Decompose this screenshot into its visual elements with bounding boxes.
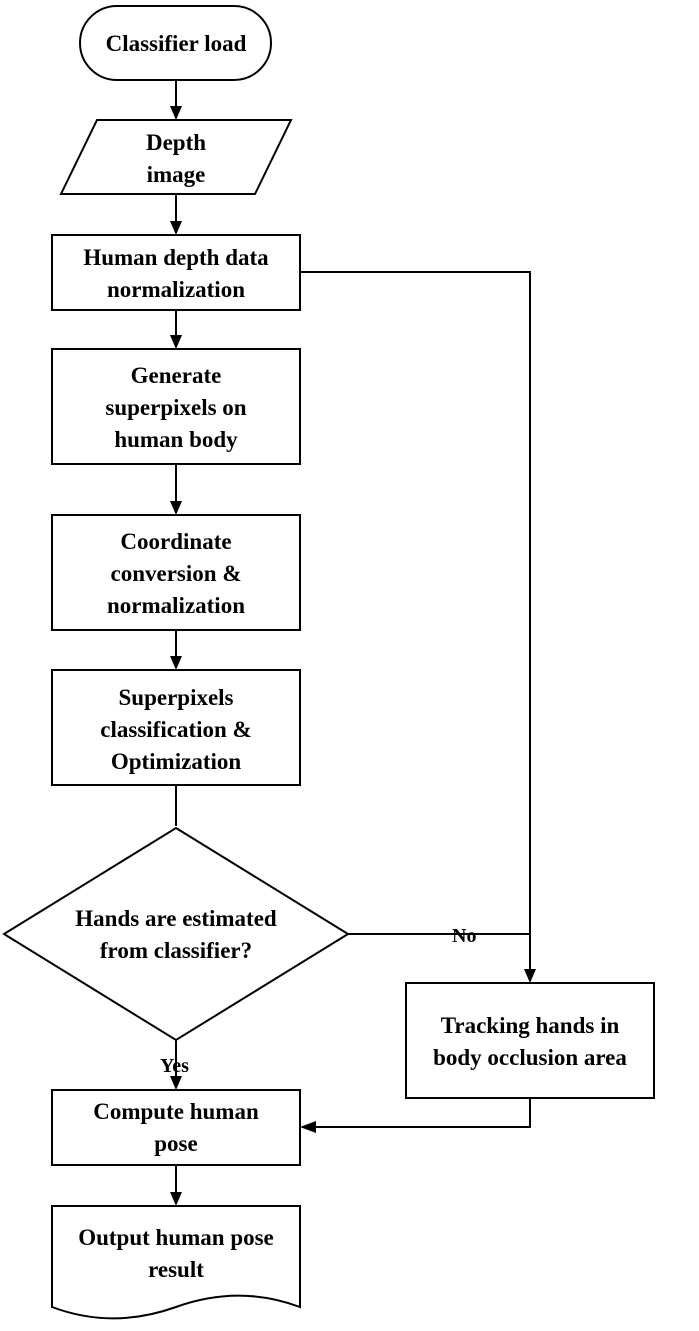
node-label-line: Generate bbox=[131, 363, 222, 388]
edge-normalization-to-superpixels bbox=[170, 310, 182, 349]
node-label-line: Output human pose bbox=[78, 1225, 274, 1250]
node-label-line: Human depth data bbox=[83, 245, 269, 270]
node-label-line: Tracking hands in bbox=[441, 1013, 620, 1038]
node-label-line: classification & bbox=[100, 717, 251, 742]
process-shape bbox=[51, 234, 301, 311]
edge-superpixels-to-coordinate bbox=[170, 464, 182, 515]
node-classification: Superpixels classification & Optimization bbox=[51, 669, 301, 786]
node-label: Classifier load bbox=[106, 31, 247, 56]
node-label-line: Compute human bbox=[93, 1099, 259, 1124]
node-label-line: superpixels on bbox=[105, 395, 246, 420]
arrowhead bbox=[170, 1192, 182, 1206]
node-label: Superpixels classification & Optimization bbox=[100, 685, 251, 774]
node-label: Compute human pose bbox=[93, 1099, 259, 1156]
input-output-shape bbox=[59, 119, 293, 195]
node-tracking: Tracking hands in body occlusion area bbox=[405, 982, 655, 1099]
process-shape bbox=[405, 982, 655, 1099]
arrowhead bbox=[170, 221, 182, 235]
edge-coordinate-to-classification bbox=[170, 630, 182, 670]
node-coordinate: Coordinate conversion & normalization bbox=[51, 514, 301, 631]
arrowhead bbox=[170, 335, 182, 349]
node-label-line: normalization bbox=[107, 277, 245, 302]
edge-compute-to-output bbox=[170, 1165, 182, 1206]
node-label-line: Optimization bbox=[111, 749, 242, 774]
node-label-line: Superpixels bbox=[118, 685, 233, 710]
arrowhead bbox=[170, 656, 182, 670]
edge-decision-yes: Yes bbox=[160, 1040, 189, 1090]
node-label-line: conversion & bbox=[111, 561, 242, 586]
node-label-line: normalization bbox=[107, 593, 245, 618]
node-label: Depth image bbox=[146, 130, 206, 187]
arrowhead bbox=[170, 1076, 182, 1090]
node-label-line: Coordinate bbox=[120, 529, 231, 554]
node-normalization: Human depth data normalization bbox=[51, 234, 301, 311]
edge-classifier-to-depth bbox=[170, 80, 182, 120]
process-shape bbox=[51, 669, 301, 786]
arrowhead bbox=[170, 106, 182, 120]
node-label-line: Hands are estimated bbox=[75, 906, 277, 931]
process-shape bbox=[51, 514, 301, 631]
document-shape bbox=[51, 1205, 301, 1320]
node-label: Human depth data normalization bbox=[83, 245, 269, 302]
node-decision: Hands are estimated from classifier? bbox=[2, 826, 350, 1042]
node-label-line: pose bbox=[154, 1131, 197, 1156]
node-label: Hands are estimated from classifier? bbox=[75, 906, 277, 963]
arrowhead bbox=[170, 501, 182, 515]
node-label-line: result bbox=[148, 1257, 204, 1282]
arrowhead bbox=[524, 969, 536, 983]
node-label: Output human pose result bbox=[78, 1225, 274, 1282]
node-compute-pose: Compute human pose bbox=[51, 1089, 301, 1166]
edge-depth-to-normalization bbox=[170, 194, 182, 235]
node-label-line: image bbox=[147, 162, 206, 187]
node-label: Generate superpixels on human body bbox=[105, 363, 246, 452]
node-label-line: from classifier? bbox=[100, 938, 252, 963]
node-label-line: body occlusion area bbox=[433, 1045, 627, 1070]
node-label-line: Depth bbox=[146, 130, 206, 155]
edge-label-no: No bbox=[452, 925, 476, 947]
node-label-line: human body bbox=[114, 427, 238, 452]
node-label: Coordinate conversion & normalization bbox=[107, 529, 245, 618]
edge-decision-no: No bbox=[348, 925, 530, 947]
node-superpixels: Generate superpixels on human body bbox=[51, 348, 301, 465]
node-output: Output human pose result bbox=[51, 1205, 301, 1320]
edge-label-yes: Yes bbox=[160, 1055, 189, 1077]
node-depth-image: Depth image bbox=[59, 119, 293, 195]
decision-shape bbox=[2, 826, 350, 1042]
node-label: Tracking hands in body occlusion area bbox=[433, 1013, 627, 1070]
arrowhead bbox=[300, 1121, 316, 1133]
node-label-line: Classifier load bbox=[106, 31, 247, 56]
edge-tracking-to-compute bbox=[300, 1098, 531, 1133]
edge-normalization-to-tracking bbox=[300, 271, 536, 983]
node-classifier-load: Classifier load bbox=[79, 5, 272, 81]
